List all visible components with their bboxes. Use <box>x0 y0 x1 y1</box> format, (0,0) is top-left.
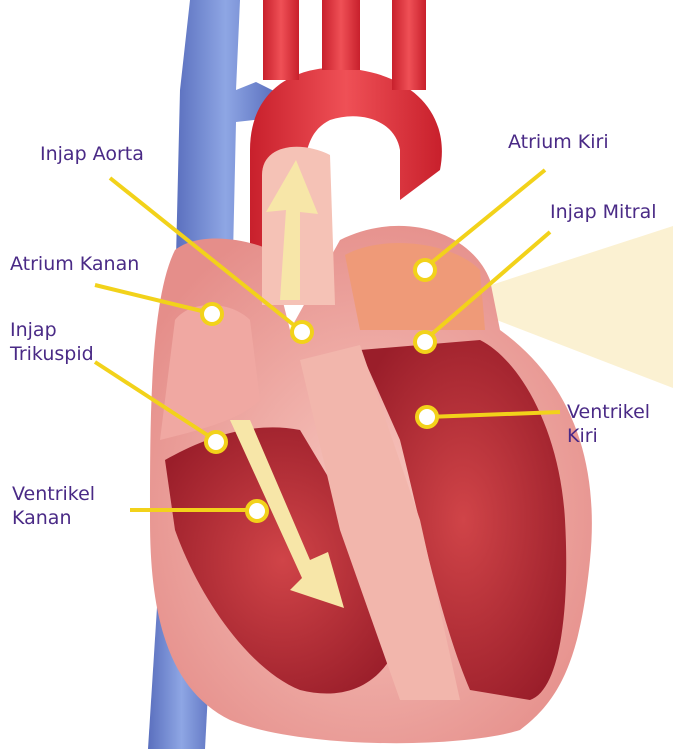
label-left-ventricle: Ventrikel Kiri <box>567 400 650 448</box>
aorta-branch-2 <box>322 0 360 70</box>
label-tricuspid-valve: Injap Trikuspid <box>10 318 94 366</box>
marker-aortic-valve <box>292 322 312 342</box>
label-tricuspid-line1: Injap <box>10 318 94 342</box>
marker-left-ventricle <box>417 407 437 427</box>
label-right-ventricle: Ventrikel Kanan <box>12 482 95 530</box>
marker-mitral-valve <box>415 332 435 352</box>
marker-tricuspid <box>206 432 226 452</box>
marker-right-ventricle <box>247 501 267 521</box>
label-left-atrium: Atrium Kiri <box>508 130 609 154</box>
marker-right-atrium <box>202 304 222 324</box>
label-left-ventricle-line2: Kiri <box>567 424 650 448</box>
label-right-ventricle-line1: Ventrikel <box>12 482 95 506</box>
label-mitral-valve: Injap Mitral <box>550 200 657 224</box>
label-left-ventricle-line1: Ventrikel <box>567 400 650 424</box>
label-right-atrium: Atrium Kanan <box>10 252 139 276</box>
aorta-branch-3 <box>392 0 426 90</box>
aorta-branch-1 <box>263 0 299 80</box>
marker-left-atrium <box>415 260 435 280</box>
label-aortic-valve: Injap Aorta <box>40 142 144 166</box>
label-tricuspid-line2: Trikuspid <box>10 342 94 366</box>
label-right-ventricle-line2: Kanan <box>12 506 95 530</box>
